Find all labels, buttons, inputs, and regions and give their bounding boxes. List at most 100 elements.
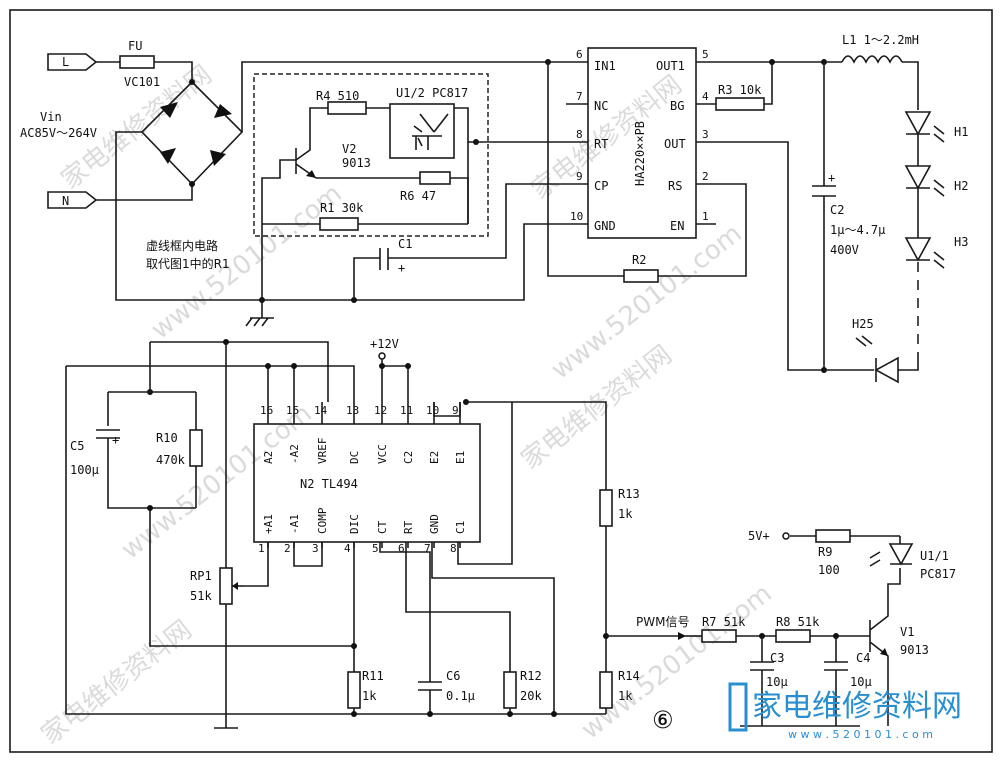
svg-text:EN: EN bbox=[670, 219, 684, 233]
terminal-L-label: L bbox=[62, 55, 69, 69]
tl494-bottom-pin-label: CT bbox=[376, 520, 389, 534]
r10-value: 470k bbox=[156, 453, 186, 467]
logo-text: 家电维修资料网 bbox=[752, 689, 962, 724]
fuse-label: FU bbox=[128, 39, 142, 53]
rp1-label: RP1 bbox=[190, 569, 212, 583]
c4-label: C4 bbox=[856, 651, 870, 665]
r13-label: R13 bbox=[618, 487, 640, 501]
svg-text:9: 9 bbox=[576, 170, 583, 183]
tl494-top-pin-number: 13 bbox=[346, 404, 359, 417]
u11-type: PC817 bbox=[920, 567, 956, 581]
capacitor-c1: C1 + bbox=[353, 183, 548, 300]
resistor-r1 bbox=[319, 217, 359, 231]
c6-label: C6 bbox=[446, 669, 460, 683]
inductor-l1 bbox=[841, 55, 903, 64]
v1-label: V1 bbox=[900, 625, 914, 639]
ha220-name: HA220××PB bbox=[633, 121, 647, 186]
led-h25: H25 bbox=[824, 317, 919, 384]
svg-text:RS: RS bbox=[668, 179, 682, 193]
potentiometer-rp1 bbox=[219, 567, 233, 605]
logo-url: w w w . 5 2 0 1 0 1 . c o m bbox=[788, 728, 933, 741]
r10-label: R10 bbox=[156, 431, 178, 445]
tl494-bottom-pin-number: 8 bbox=[450, 542, 457, 555]
r4-label: R4 510 bbox=[316, 89, 359, 103]
tl494-name: N2 TL494 bbox=[300, 477, 358, 491]
ic-tl494: N2 TL494 bbox=[253, 423, 481, 543]
l1-label: L1 1～2.2mH bbox=[842, 33, 919, 47]
bridge-label: VC101 bbox=[124, 75, 160, 89]
pwm-label: PWM信号 bbox=[636, 615, 689, 629]
tl494-bottom-pin-label: RT bbox=[402, 520, 415, 534]
tl494-top-pin-label: -A2 bbox=[288, 444, 301, 464]
r11-label: R11 bbox=[362, 669, 384, 683]
svg-text:BG: BG bbox=[670, 99, 684, 113]
r14-label: R14 bbox=[618, 669, 640, 683]
r12-label: R12 bbox=[520, 669, 542, 683]
r9-value: 100 bbox=[818, 563, 840, 577]
tl494-bottom-pin-number: 7 bbox=[424, 542, 431, 555]
vcc-12v-label: +12V bbox=[370, 337, 399, 351]
svg-text:CP: CP bbox=[594, 179, 608, 193]
c5-value: 100μ bbox=[70, 463, 99, 477]
tl494-top-pin-label: E2 bbox=[428, 451, 441, 464]
tl494-pins: 16A21+A115-A22-A114VREF3COMP13DC4DIC12VC… bbox=[258, 402, 467, 555]
output-section: L1 1～2.2mH + C2 1μ～4.7μ 400V H1 H2 H3 bbox=[812, 33, 968, 384]
svg-text:H25: H25 bbox=[852, 317, 874, 331]
u11-label: U1/1 bbox=[920, 549, 949, 563]
c5-label: C5 bbox=[70, 439, 84, 453]
svg-text:6: 6 bbox=[576, 48, 583, 61]
resistor-r2 bbox=[623, 269, 659, 283]
rp1-value: 51k bbox=[190, 589, 212, 603]
r14-value: 1k bbox=[618, 689, 633, 703]
c4-value: 10μ bbox=[850, 675, 872, 689]
opto-u1-2 bbox=[389, 103, 455, 159]
svg-text:OUT1: OUT1 bbox=[656, 59, 685, 73]
tl494-top-pin-number: 10 bbox=[426, 404, 439, 417]
tl494-bottom-pin-number: 6 bbox=[398, 542, 405, 555]
svg-text:H2: H2 bbox=[954, 179, 968, 193]
resistor-r8 bbox=[775, 629, 811, 643]
c2-label: C2 bbox=[830, 203, 844, 217]
watermark: 家电维修资料网 bbox=[36, 615, 198, 751]
tl494-top-pin-label: DC bbox=[348, 451, 361, 464]
tl494-bottom-pin-label: COMP bbox=[316, 507, 329, 534]
bridge-rectifier bbox=[140, 79, 244, 187]
ground-symbol-top bbox=[245, 297, 274, 327]
resistor-r11 bbox=[347, 671, 361, 709]
input-section: L FU VC101 N Vin AC85V～264V bbox=[20, 39, 548, 301]
svg-text:GND: GND bbox=[594, 219, 616, 233]
tl494-top-pin-label: VREF bbox=[316, 438, 329, 465]
c3-label: C3 bbox=[770, 651, 784, 665]
site-logo: 家电维修资料网 w w w . 5 2 0 1 0 1 . c o m bbox=[728, 682, 962, 741]
resistor-r3 bbox=[715, 97, 765, 111]
tl494-top-pin-number: 14 bbox=[314, 404, 328, 417]
ic-ha220: 6 7 8 9 10 IN1 NC RT CP GND OUT1 BG OUT … bbox=[545, 47, 824, 371]
vin-range: AC85V～264V bbox=[20, 126, 97, 140]
dashed-box-circuit: R4 510 U1/2 PC817 V2 9013 R6 47 R1 30k bbox=[253, 73, 548, 300]
r2-label: R2 bbox=[632, 253, 646, 267]
led-h1: H1 bbox=[904, 111, 968, 143]
v5-label: 5V+ bbox=[748, 529, 770, 543]
r6-label: R6 47 bbox=[400, 189, 436, 203]
svg-text:+: + bbox=[828, 171, 835, 185]
led-h3: H3 bbox=[904, 235, 968, 269]
watermark: 家电维修资料网 bbox=[516, 340, 678, 476]
tl494-top-pin-number: 11 bbox=[400, 404, 413, 417]
frame-border bbox=[9, 9, 993, 753]
vin-label: Vin bbox=[40, 110, 62, 124]
tl494-bottom-pin-number: 3 bbox=[312, 542, 319, 555]
svg-text:NC: NC bbox=[594, 99, 608, 113]
c6-value: 0.1μ bbox=[446, 689, 475, 703]
r8-label: R8 51k bbox=[776, 615, 820, 629]
tl494-bottom-pin-label: DIC bbox=[348, 514, 361, 534]
r3-label: R3 10k bbox=[718, 83, 762, 97]
tl494-top-pin-number: 12 bbox=[374, 404, 387, 417]
svg-text:2: 2 bbox=[702, 170, 709, 183]
tl494-top-pin-number: 16 bbox=[260, 404, 273, 417]
c2-value: 1μ～4.7μ bbox=[830, 223, 885, 237]
terminal-N bbox=[47, 191, 98, 209]
dashed-box-note-1: 虚线框内电路 bbox=[146, 238, 218, 253]
resistor-r12 bbox=[503, 671, 517, 709]
tl494-bottom-pin-label: C1 bbox=[454, 521, 467, 534]
